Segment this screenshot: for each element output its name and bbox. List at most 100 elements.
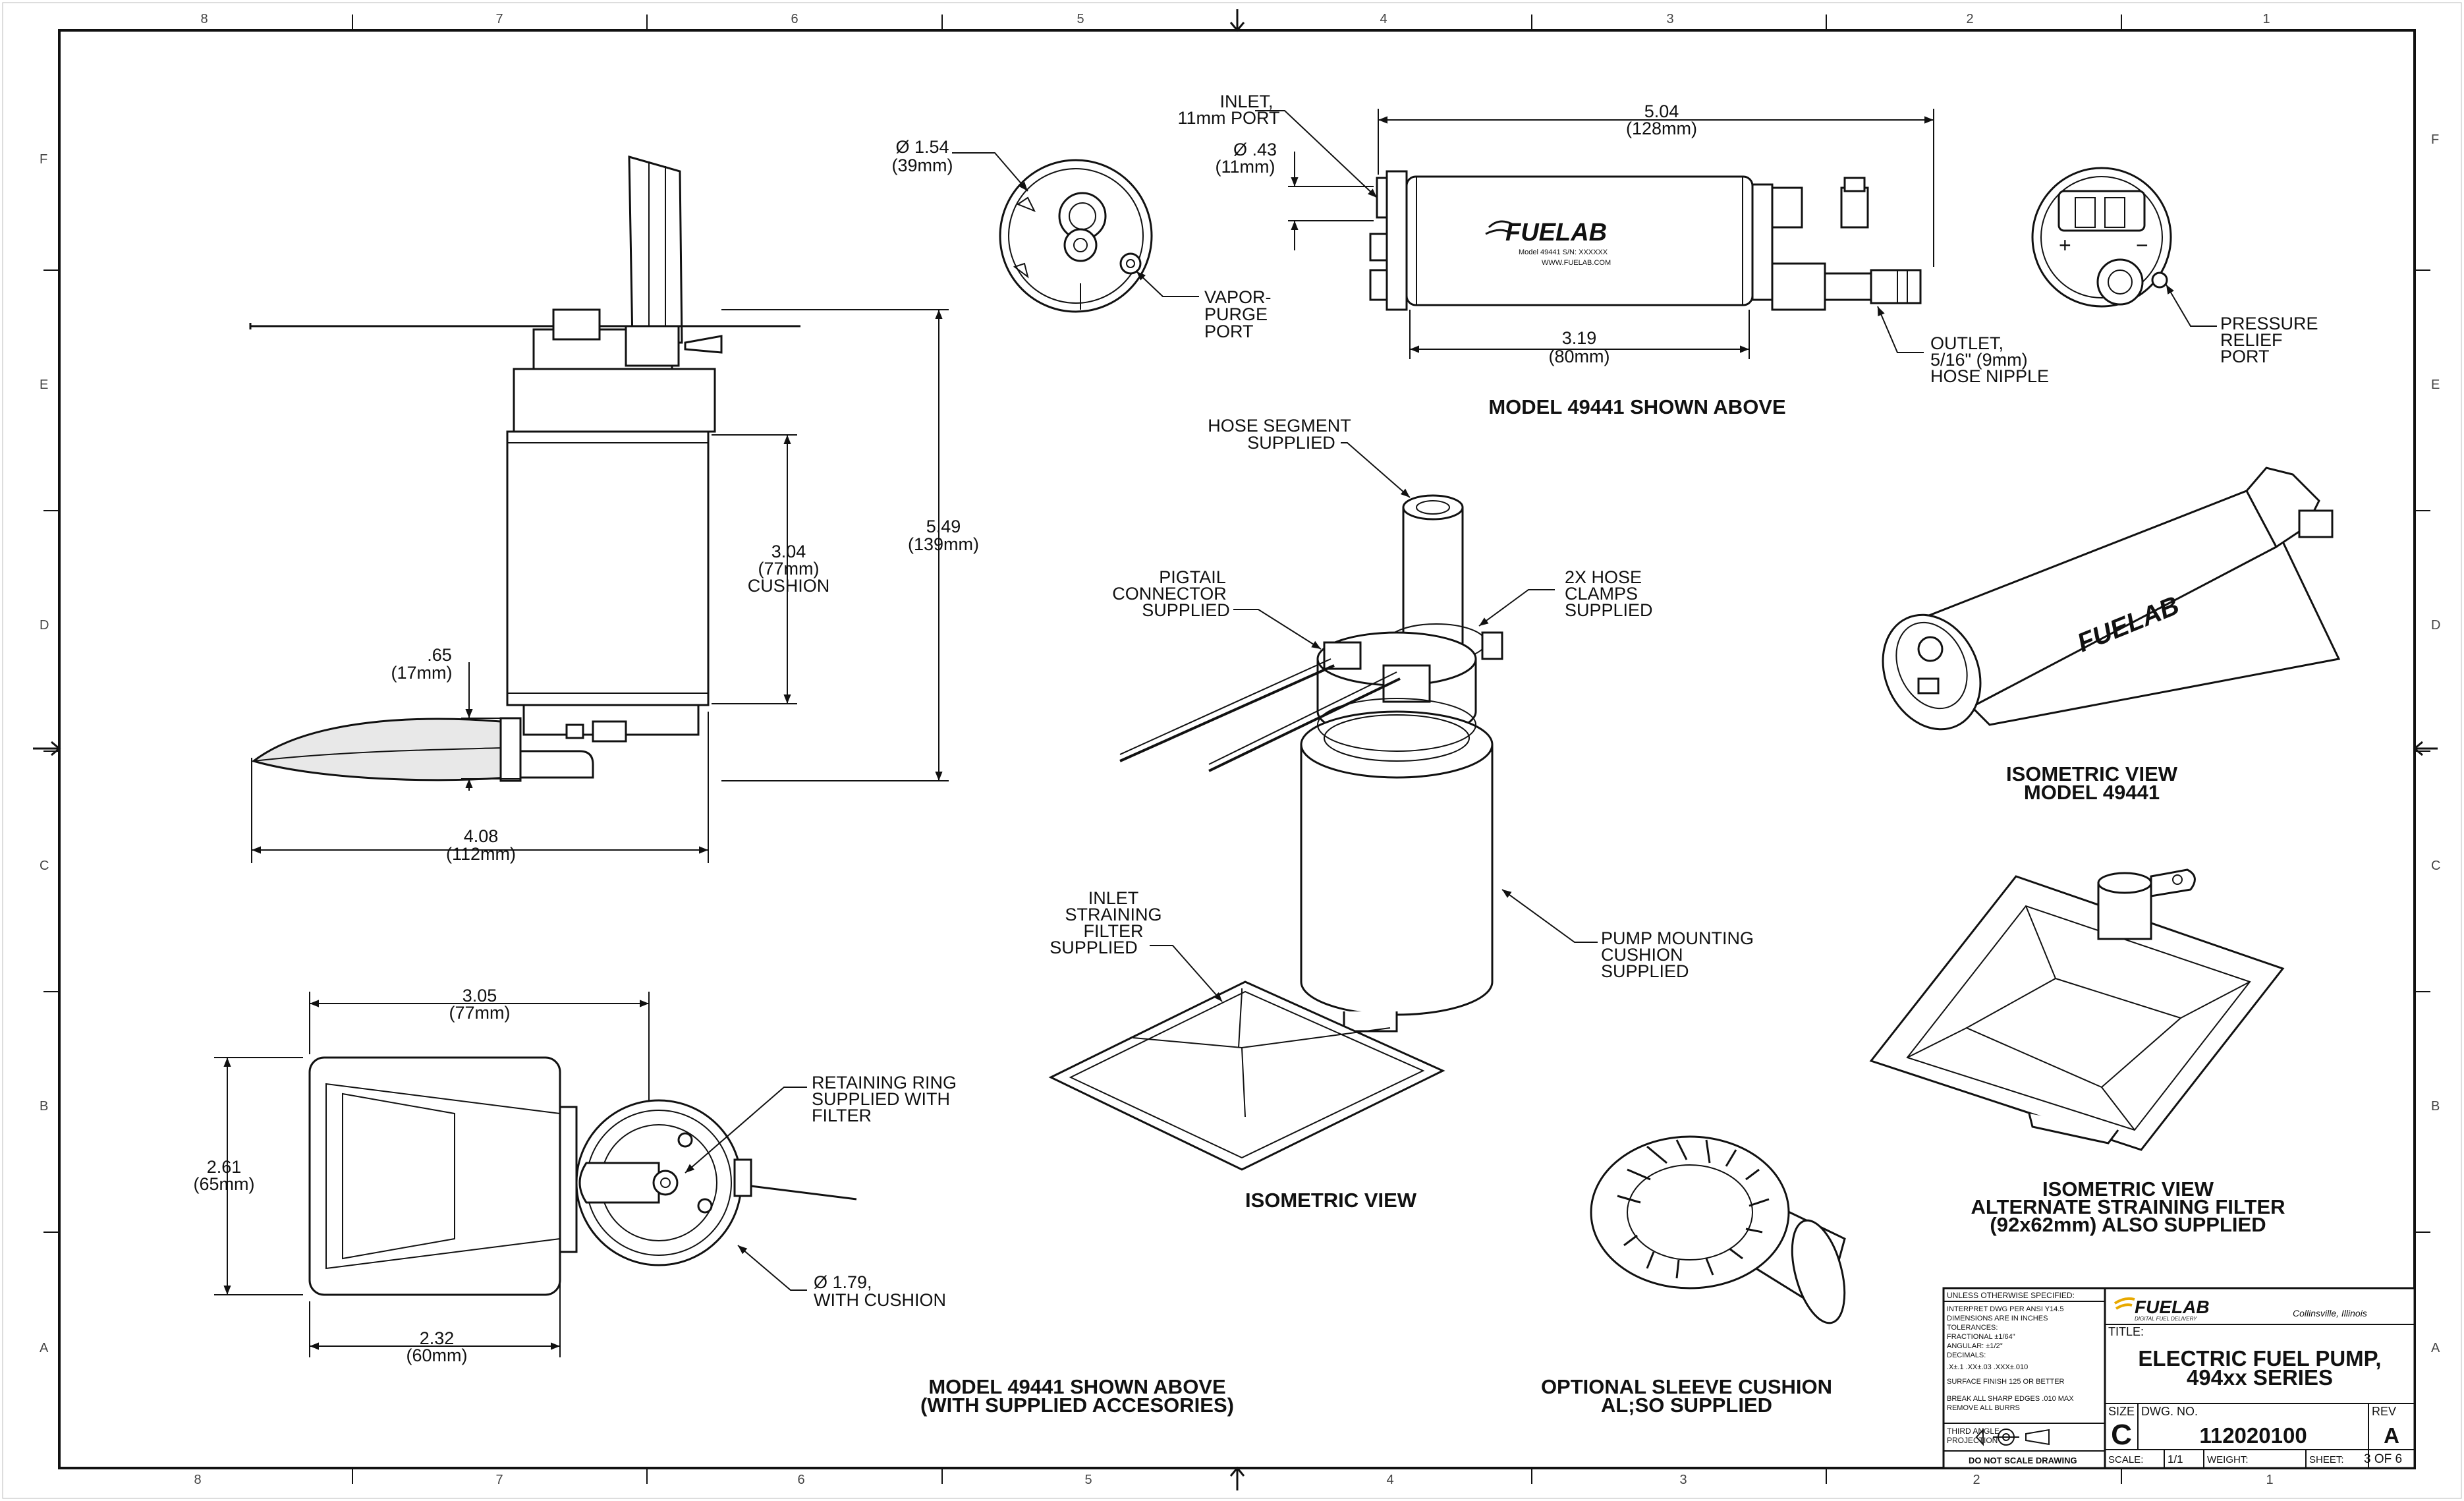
zone-row-c-right: C [2431,859,2440,873]
alt-filter: ISOMETRIC VIEW ALTERNATE STRAINING FILTE… [1869,868,2285,1236]
hose-segment-label-2: SUPPLIED [1247,433,1335,453]
zone-col-6-bottom: 6 [797,1473,804,1487]
side-view-brand: FUELAB [1505,219,1607,246]
spec-header: UNLESS OTHERWISE SPECIFIED: [1947,1291,2075,1300]
side-view: FUELAB Model 49441 S/N: XXXXXX WWW.FUELA… [1255,109,1934,359]
dim-overall-height: 5.49 [926,517,961,536]
hose-clamps-label-1: 2X HOSE [1565,567,1642,587]
side-view-web: WWW.FUELAB.COM [1542,259,1611,267]
top-end-view-labels: PRESSURE RELIEF PORT [2220,314,2318,366]
right-isometric: FUELAB ISOMETRIC VIEW MODEL 49441 [1882,467,2341,804]
zone-col-5-bottom: 5 [1084,1473,1092,1487]
rev-value: A [2384,1423,2399,1448]
spec-line: FRACTIONAL ±1/64" [1947,1333,2015,1341]
sleeve-cushion: OPTIONAL SLEEVE CUSHION AL;SO SUPPLIED [1541,1135,1846,1417]
retaining-ring-label-2: SUPPLIED WITH [812,1089,950,1109]
zone-row-a: A [40,1341,49,1355]
title-block-location: Collinsville, Illinois [2293,1308,2367,1318]
rev-label: REV [2372,1405,2396,1418]
spec-line: SURFACE FINISH 125 OR BETTER [1947,1378,2065,1386]
center-iso-caption: ISOMETRIC VIEW [1245,1189,1417,1212]
dim-bottom-height: 2.61 [207,1157,242,1177]
zone-row-c: C [40,859,49,873]
dim-overall-width: 4.08 [464,826,499,846]
zone-row-f: F [40,152,47,167]
inlet-port-label-1: INLET, [1219,92,1273,111]
cushion-label-1: PUMP MOUNTING [1601,928,1754,948]
title-label: TITLE: [2108,1325,2144,1338]
dim-bottom-filter-width-mm: (60mm) [406,1345,468,1365]
pressure-relief-label-3: PORT [2220,347,2270,366]
zone-row-f-right: F [2431,132,2439,147]
spec-line: TOLERANCES: [1947,1324,1998,1332]
hose-segment-label-1: HOSE SEGMENT [1208,416,1351,436]
dim-cushion-mm: (77mm) [758,559,820,579]
dim-bottom-width: 3.05 [462,986,497,1005]
zone-col-4: 4 [1380,12,1387,26]
side-view-caption: MODEL 49441 SHOWN ABOVE [1488,395,1785,418]
outlet-label-2: 5/16" (9mm) [1930,350,2028,370]
dim-length: 5.04 [1644,101,1679,121]
minus-terminal: − [2136,233,2148,257]
outlet-label-1: OUTLET, [1930,333,2003,353]
zone-col-8: 8 [200,12,208,26]
alt-filter-caption-1: ISOMETRIC VIEW [2042,1177,2214,1201]
hose-clamps-label-3: SUPPLIED [1565,600,1653,620]
dim-inlet-diameter: Ø .43 [1233,140,1277,159]
zone-row-b-right: B [2431,1099,2440,1114]
front-view [249,156,949,863]
vapor-purge-label-2: PURGE [1204,304,1268,324]
bottom-view-caption-1: MODEL 49441 SHOWN ABOVE [928,1375,1225,1398]
zone-col-1-bottom: 1 [2266,1473,2273,1487]
inlet-port-label-2: 11mm PORT [1177,108,1279,128]
zone-col-7: 7 [495,12,503,26]
alt-filter-caption-3: (92x62mm) ALSO SUPPLIED [1990,1213,2266,1236]
side-view-model-line: Model 49441 S/N: XXXXXX [1519,248,1608,256]
vapor-purge-label-3: PORT [1204,322,1254,341]
dim-end-diameter-mm: (39mm) [892,156,953,175]
zone-col-2: 2 [1966,12,1973,26]
sheet-label: SHEET: [2309,1454,2344,1465]
outlet-label-3: HOSE NIPPLE [1930,366,2049,386]
dim-body: 3.19 [1562,328,1597,348]
retaining-ring-label-3: FILTER [812,1106,872,1125]
dim-bottom-width-mm: (77mm) [449,1003,511,1023]
pigtail-label-1: PIGTAIL [1159,567,1226,587]
dim-inlet-diameter-mm: (11mm) [1216,157,1275,177]
vapor-purge-label-1: VAPOR- [1204,287,1272,307]
scale-value: 1/1 [2168,1453,2183,1465]
title-block-company: FUELAB [2135,1297,2210,1317]
end-view [952,152,1199,313]
size-value: C [2111,1419,2132,1451]
bottom-view [214,992,857,1357]
retaining-ring-label-1: RETAINING RING [812,1073,957,1092]
size-label: SIZE [2108,1405,2135,1418]
zone-row-a-right: A [2431,1341,2440,1355]
pigtail-label-3: SUPPLIED [1142,600,1230,620]
spec-line: INTERPRET DWG PER ANSI Y14.5 [1947,1305,2063,1313]
dim-filter-height: .65 [427,645,452,665]
zone-row-b: B [40,1099,48,1114]
dwg-no-label: DWG. NO. [2141,1405,2198,1418]
spec-line: .X±.1 .XX±.03 .XXX±.010 [1947,1363,2028,1371]
sheet-value: 3 OF 6 [2364,1452,2402,1466]
plus-terminal: + [2059,233,2071,257]
dim-length-mm: (128mm) [1626,119,1697,138]
bottom-view-caption-2: (WITH SUPPLIED ACCESORIES) [920,1394,1234,1417]
weight-label: WEIGHT: [2207,1454,2249,1465]
zone-col-3: 3 [1666,12,1673,26]
inlet-filter-label-2: STRAINING [1065,905,1162,924]
right-iso-caption-1: ISOMETRIC VIEW [2006,762,2178,785]
dim-bottom-filter-width: 2.32 [420,1328,455,1348]
zone-row-d-right: D [2431,618,2440,633]
drawing-title-1: ELECTRIC FUEL PUMP, [2138,1346,2381,1371]
sleeve-caption-2: AL;SO SUPPLIED [1601,1394,1772,1417]
dim-filter-height-mm: (17mm) [391,663,453,683]
drawing-title-2: 494xx SERIES [2187,1365,2333,1390]
dim-end-diameter: Ø 1.54 [895,137,949,157]
alt-filter-caption-2: ALTERNATE STRAINING FILTER [1971,1195,2285,1218]
dim-cushion-diameter-label: WITH CUSHION [814,1290,946,1310]
inlet-filter-label-3: FILTER [1083,921,1143,941]
zone-col-4-bottom: 4 [1386,1473,1393,1487]
